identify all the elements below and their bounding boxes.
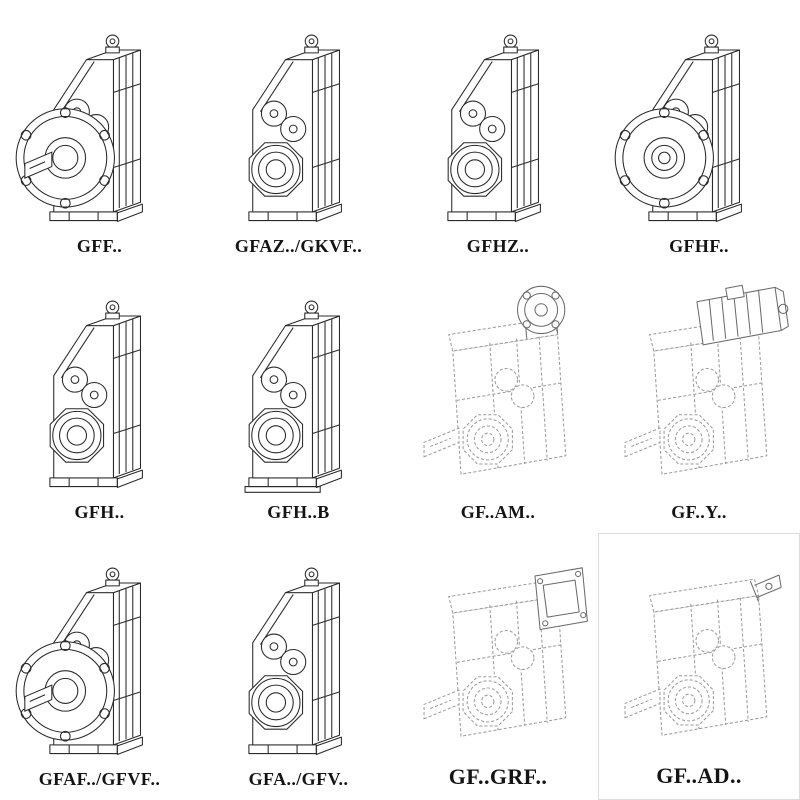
gearbox-cell-gfaz-gkvf: GFAZ../GKVF.. [199,0,398,267]
gearbox-cell-gfh-b: GFH..B [199,267,398,534]
gearbox-cell-gfaf-gfvf: GFAF../GFVF.. [0,533,199,800]
gearbox-label-gf-y: GF..Y.. [671,502,727,523]
gearbox-cell-gfa-gfv: GFA../GFV.. [199,533,398,800]
gearbox-label-gfaf-gfvf: GFAF../GFVF.. [38,768,161,789]
gearbox-drawing-gfhz [447,34,541,222]
gearbox-label-gfh: GFH.. [74,502,125,523]
gearbox-drawing-gfa-gfv [247,567,342,756]
gearbox-label-gf-am: GF..AM.. [460,502,536,523]
gearbox-cell-gf-ad: GF..AD.. [598,533,800,800]
gearbox-label-gff: GFF.. [76,235,123,256]
gearbox-cell-gf-am: GF..AM.. [398,267,598,534]
gearbox-cell-gff: GFF.. [0,0,199,267]
gearbox-cell-gfhz: GFHZ.. [398,0,598,267]
gearbox-drawing-gf-am [423,286,567,476]
gearbox-cell-gf-grf: GF..GRF.. [398,533,598,800]
gearbox-drawing-gfaf-gfvf [15,567,143,756]
gearbox-drawing-gf-y [624,285,789,476]
gearbox-label-gfh-b: GFH..B [267,502,330,523]
gearbox-drawing-gf-ad [624,574,782,736]
gearbox-label-gfhf: GFHF.. [669,235,729,256]
gearbox-drawing-gf-grf [423,567,588,737]
gearbox-cell-gfh: GFH.. [0,267,199,534]
gearbox-cell-gfhf: GFHF.. [598,0,800,267]
gearbox-drawing-gfaz-gkvf [247,34,342,222]
gearbox-label-gf-ad: GF..AD.. [656,762,742,788]
gearbox-drawing-gfh [48,300,143,489]
gearbox-label-gfhz: GFHZ.. [466,235,530,256]
gearbox-label-gfaz-gkvf: GFAZ../GKVF.. [234,235,363,256]
gearbox-drawing-gfhf [614,34,742,222]
gearbox-drawing-gfh-b [244,300,342,494]
gearbox-label-gfa-gfv: GFA../GFV.. [248,768,349,789]
gearbox-drawing-gff [15,34,143,222]
gearbox-cell-gf-y: GF..Y.. [598,267,800,534]
gearbox-label-gf-grf: GF..GRF.. [448,763,548,789]
